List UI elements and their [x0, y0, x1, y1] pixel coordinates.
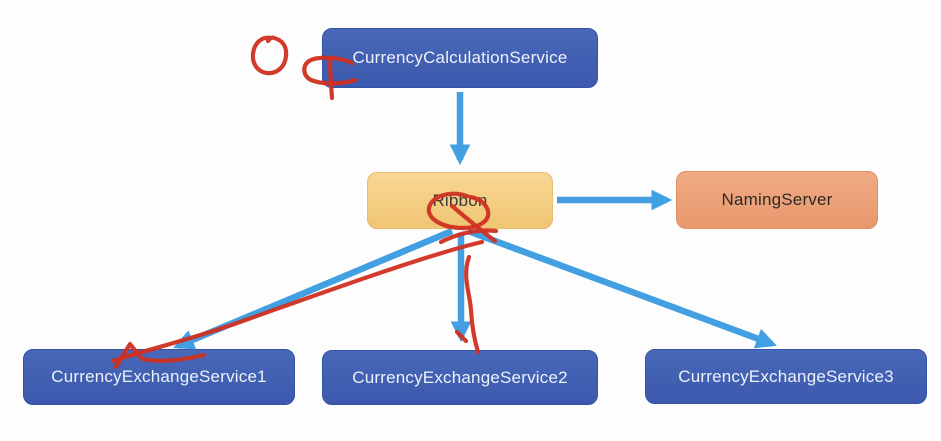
tick-on-service2-arrowhead [454, 329, 469, 344]
node-naming-server: NamingServer [676, 171, 878, 229]
freehand-line-ribbon-to-service2 [464, 254, 481, 355]
node-currency-calculation-service: CurrencyCalculationService [322, 28, 598, 88]
edge-ribbon-to-service3-arrow [466, 227, 777, 349]
node-currency-exchange-service-1: CurrencyExchangeService1 [23, 349, 295, 405]
node-label: CurrencyExchangeService3 [678, 366, 894, 386]
node-label: Ribbon [432, 190, 488, 210]
freehand-line-ribbon-to-service1 [110, 239, 485, 364]
scribble-cross-stroke [438, 228, 499, 245]
node-label: CurrencyCalculationService [352, 48, 568, 67]
edge-ribbon-to-service1-arrow [173, 228, 454, 350]
freehand-circle-top-left [250, 35, 289, 76]
node-currency-exchange-service-3: CurrencyExchangeService3 [645, 349, 927, 404]
node-ribbon: Ribbon [367, 172, 553, 229]
node-label: NamingServer [721, 190, 833, 209]
node-label: CurrencyExchangeService1 [51, 367, 267, 386]
node-currency-exchange-service-2: CurrencyExchangeService2 [322, 350, 598, 405]
node-label: CurrencyExchangeService2 [352, 367, 568, 387]
